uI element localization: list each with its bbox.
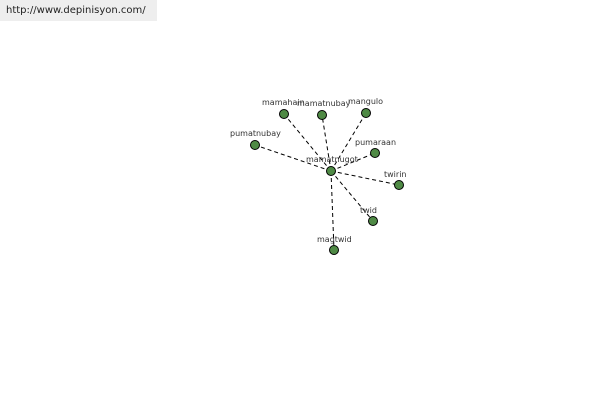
node-label-twirin: twirin: [384, 170, 406, 179]
edge-mangulo: [330, 112, 367, 172]
node-mangulo: [361, 108, 371, 118]
edge-twid: [330, 170, 374, 222]
node-magtwid: [329, 245, 339, 255]
node-mamahain: [279, 109, 289, 119]
node-label-twid: twid: [360, 206, 377, 215]
node-label-mamatnubay: mamatnubay: [297, 99, 351, 108]
edge-twirin: [330, 170, 400, 186]
edge-pumatnubay: [254, 144, 332, 172]
node-label-mamatnugot: mamatnugot: [306, 155, 358, 164]
node-mamatnubay: [317, 110, 327, 120]
node-twid: [368, 216, 378, 226]
node-label-magtwid: magtwid: [317, 235, 352, 244]
edge-magtwid: [330, 170, 335, 251]
edge-layer: [254, 112, 400, 251]
node-label-pumaraan: pumaraan: [355, 138, 396, 147]
node-pumaraan: [370, 148, 380, 158]
edge-mamatnubay: [321, 114, 332, 172]
node-label-mangulo: mangulo: [348, 97, 383, 106]
node-twirin: [394, 180, 404, 190]
node-mamatnugot: [326, 166, 336, 176]
edge-pumaraan: [330, 152, 376, 172]
node-label-pumatnubay: pumatnubay: [230, 129, 281, 138]
node-label-mamahain: mamahain: [262, 98, 305, 107]
node-pumatnubay: [250, 140, 260, 150]
url-label: http://www.depinisyon.com/: [0, 0, 157, 21]
edge-mamahain: [283, 113, 332, 172]
